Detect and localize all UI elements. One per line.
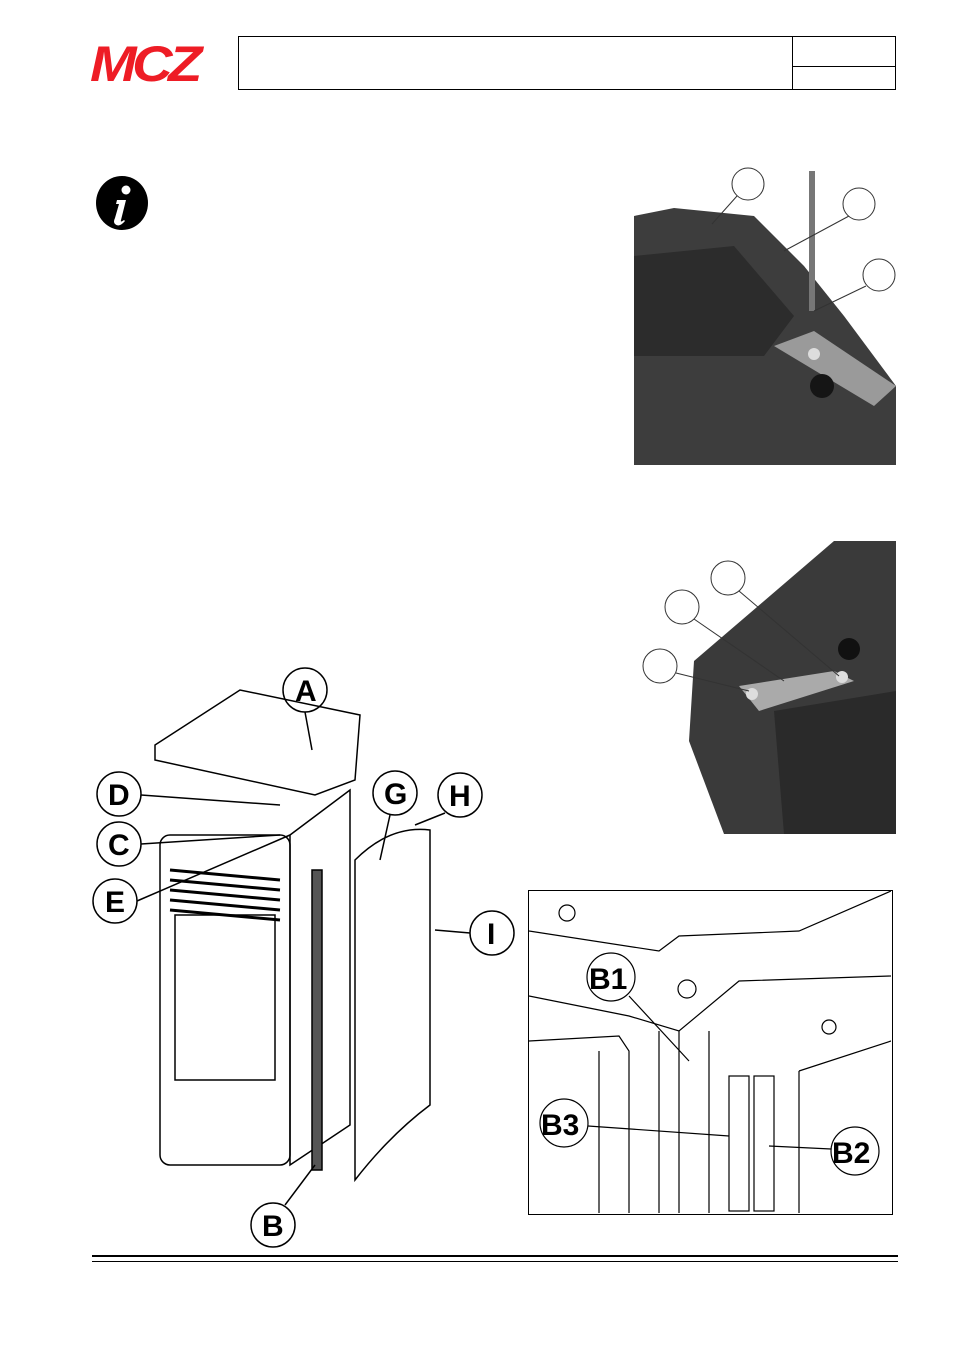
detail-diagram: B1 B3 B2: [528, 890, 893, 1215]
label-b: B: [262, 1210, 284, 1243]
label-b1: B1: [589, 963, 627, 996]
label-i: I: [487, 918, 495, 951]
label-b3: B3: [541, 1109, 579, 1142]
exploded-stove-diagram: A D C E G H I B: [92, 667, 515, 1248]
mcz-logo: MCZ: [90, 36, 202, 92]
photo-top-screw: [634, 116, 896, 465]
header-box: [238, 36, 896, 90]
label-b2: B2: [832, 1137, 870, 1170]
label-e: E: [105, 886, 125, 919]
label-c: C: [108, 829, 130, 862]
label-d: D: [108, 779, 130, 812]
footer-rule: [92, 1255, 898, 1262]
label-g: G: [384, 778, 407, 811]
info-icon: [96, 176, 148, 230]
label-h: H: [449, 780, 471, 813]
photo-bracket: [634, 541, 896, 834]
label-a: A: [295, 675, 317, 708]
